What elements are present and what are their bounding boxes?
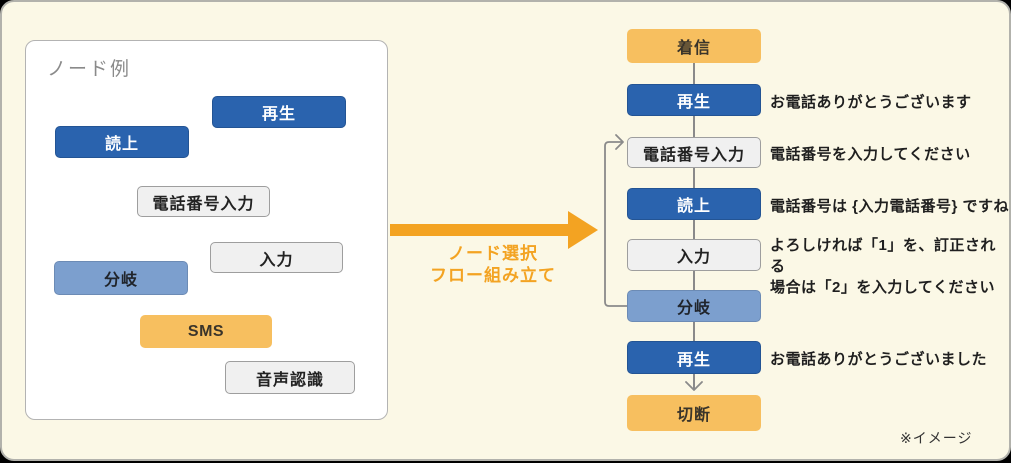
transform-arrow-shaft xyxy=(390,224,570,236)
flow-node-disconnect: 切断 xyxy=(627,395,761,431)
flow-node-branch: 分岐 xyxy=(627,290,761,322)
transition-label: ノード選択 フロー組み立て xyxy=(400,243,586,287)
flow-node-incoming-call: 着信 xyxy=(627,29,761,63)
transition-label-line1: ノード選択 xyxy=(448,244,538,263)
transform-arrow-head-icon xyxy=(568,211,598,249)
flow-node-input: 入力 xyxy=(627,239,761,271)
flow-note-play-2: お電話ありがとうございました xyxy=(770,351,988,368)
arrowhead-right-icon xyxy=(615,134,624,150)
example-node-sms: SMS xyxy=(140,315,272,348)
loopback-connector xyxy=(604,141,627,307)
flow-note-input: よろしければ「1」を、訂正される 場合は「2」を入力してください xyxy=(770,237,996,296)
example-node-phone-input: 電話番号入力 xyxy=(137,186,270,217)
example-node-input: 入力 xyxy=(210,242,343,273)
example-node-branch: 分岐 xyxy=(54,261,188,295)
arrowhead-down-icon xyxy=(685,381,703,391)
flow-node-play-2: 再生 xyxy=(627,341,761,374)
image-footnote: ※イメージ xyxy=(900,430,973,446)
example-node-play: 再生 xyxy=(212,96,346,128)
flow-node-phone-input: 電話番号入力 xyxy=(627,137,761,168)
example-node-readout: 読上 xyxy=(55,126,189,158)
example-node-speech-recognition: 音声認識 xyxy=(225,361,355,394)
panel-title: ノード例 xyxy=(47,59,132,80)
transition-label-line2: フロー組み立て xyxy=(430,266,556,285)
flow-node-play-1: 再生 xyxy=(627,84,761,116)
flow-note-readout: 電話番号は {入力電話番号} ですね xyxy=(770,198,1010,215)
flow-note-play-1: お電話ありがとうございます xyxy=(770,94,972,111)
flow-note-phone-input: 電話番号を入力してください xyxy=(770,146,971,163)
flow-node-readout: 読上 xyxy=(627,188,761,220)
